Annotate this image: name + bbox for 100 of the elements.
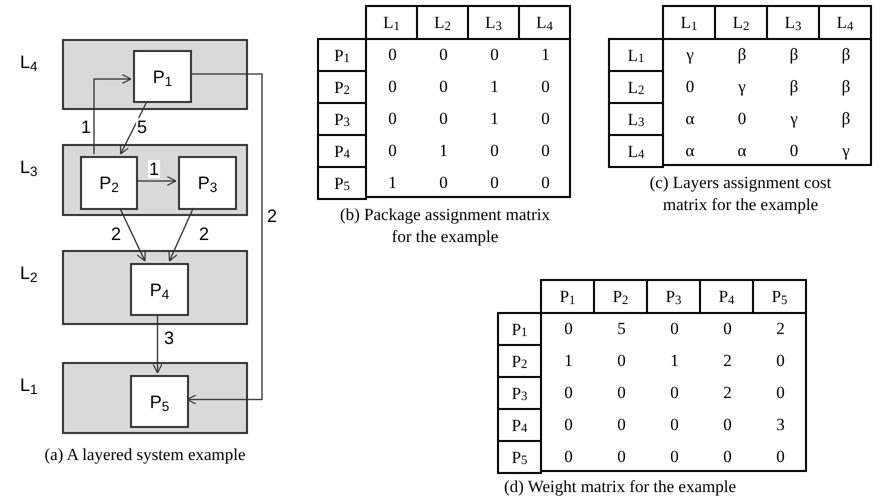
matrix-value: 0 <box>616 382 627 404</box>
layer-label: L$_{4}$ <box>20 53 38 71</box>
matrix-value: 5 <box>616 318 627 340</box>
edge-label: 3 <box>163 329 176 347</box>
matrix-value: α <box>736 140 748 162</box>
edge-label: 5 <box>136 118 148 136</box>
matrix-value: 1 <box>540 44 551 66</box>
package-box <box>133 50 192 103</box>
matrix-value: γ <box>789 108 799 130</box>
package-box <box>130 263 189 316</box>
matrix-value: 0 <box>616 414 627 436</box>
package-label: P$_{4}$ <box>150 280 170 298</box>
matrix-value: 0 <box>616 350 627 372</box>
matrix-value: 0 <box>489 172 500 194</box>
matrix-value: 0 <box>438 76 449 98</box>
column-header: L$_{1}$ <box>662 5 716 40</box>
matrix-value: 0 <box>722 318 733 340</box>
arrow <box>120 100 148 155</box>
matrix-value: 0 <box>387 108 398 130</box>
matrix-value: 2 <box>775 318 786 340</box>
edge-label: 2 <box>266 207 278 225</box>
matrix-value: 1 <box>489 76 500 98</box>
matrix-value: 0 <box>438 172 449 194</box>
matrix-value: γ <box>841 140 851 162</box>
matrix-value: 0 <box>775 446 786 468</box>
matrix-value: β <box>840 44 852 66</box>
matrix-value: α <box>684 108 696 130</box>
row-header: P$_{5}$ <box>317 166 367 200</box>
edge-label: 2 <box>110 225 122 243</box>
matrix-value: 0 <box>540 172 551 194</box>
column-header: P$_{1}$ <box>540 279 595 314</box>
matrix-value: 0 <box>722 446 733 468</box>
matrix-value: 0 <box>438 44 449 66</box>
matrix-value: 0 <box>669 414 680 436</box>
layer-label: L$_{2}$ <box>20 264 38 282</box>
layer-band <box>62 250 248 325</box>
column-header: L$_{4}$ <box>818 5 872 40</box>
row-header: P$_{1}$ <box>497 312 542 346</box>
figure-caption: (d) Weight matrix for the example <box>503 476 737 498</box>
matrix-value: 0 <box>540 108 551 130</box>
row-header: L$_{1}$ <box>608 38 664 72</box>
matrix-value: γ <box>737 76 747 98</box>
arrow <box>168 208 194 262</box>
figure-caption: (a) A layered system example <box>43 444 247 466</box>
matrix-value: 0 <box>684 76 696 98</box>
matrix-value: 0 <box>387 140 398 162</box>
edge-label: 1 <box>148 160 160 178</box>
arrow <box>119 208 146 262</box>
figure-caption: (c) Layers assignment cost matrix for the example <box>648 172 832 216</box>
matrix-value: 0 <box>563 318 574 340</box>
matrix-value: 0 <box>540 76 551 98</box>
matrix-value: β <box>840 108 852 130</box>
matrix-value: 0 <box>563 414 574 436</box>
layer-band <box>62 362 248 434</box>
matrix-value: 1 <box>438 140 449 162</box>
matrix-value: 0 <box>563 446 574 468</box>
edge-label: 1 <box>80 118 92 136</box>
matrix-value: 0 <box>775 350 786 372</box>
arrow <box>93 74 132 154</box>
matrix-value: 0 <box>775 382 786 404</box>
matrix-value: β <box>736 44 748 66</box>
matrix-value: 0 <box>669 382 680 404</box>
arrow <box>136 176 177 186</box>
matrix-value: 0 <box>438 108 449 130</box>
matrix-value: γ <box>685 44 695 66</box>
matrix-value: 0 <box>540 140 551 162</box>
matrix-value: 0 <box>387 44 398 66</box>
package-box <box>130 375 189 428</box>
layer-label: L$_{3}$ <box>20 158 38 176</box>
matrix-value: 0 <box>736 108 748 130</box>
layer-band <box>62 144 248 216</box>
matrix-value: β <box>840 76 852 98</box>
matrix-value: 0 <box>489 44 500 66</box>
matrix-value: 1 <box>669 350 680 372</box>
row-header: L$_{4}$ <box>608 134 664 168</box>
layer-label: L$_{1}$ <box>20 376 38 394</box>
matrix-value: 1 <box>563 350 574 372</box>
package-box <box>80 156 138 210</box>
package-label: P$_{1}$ <box>152 68 172 86</box>
matrix-value: 0 <box>387 76 398 98</box>
matrix-value: 0 <box>722 414 733 436</box>
matrix-value: 2 <box>722 350 733 372</box>
matrix-value: 0 <box>563 382 574 404</box>
edge-label: 2 <box>198 225 210 243</box>
figure-caption: (b) Package assignment matrix for the example <box>338 204 552 248</box>
matrix-value: β <box>788 76 800 98</box>
matrix-value: 1 <box>489 108 500 130</box>
matrix-value: β <box>788 44 800 66</box>
column-header: L$_{1}$ <box>365 5 418 40</box>
matrix-value: 3 <box>775 414 786 436</box>
matrix-value: 0 <box>788 140 800 162</box>
column-header: L$_{4}$ <box>518 5 571 40</box>
matrix-value: 1 <box>387 172 398 194</box>
package-label: P$_{3}$ <box>198 174 218 192</box>
arrow <box>186 73 263 405</box>
row-header: P$_{1}$ <box>317 38 367 72</box>
arrow <box>152 314 163 374</box>
row-header: P$_{5}$ <box>497 440 542 474</box>
matrix-value: 0 <box>616 446 627 468</box>
matrix-value: α <box>684 140 696 162</box>
